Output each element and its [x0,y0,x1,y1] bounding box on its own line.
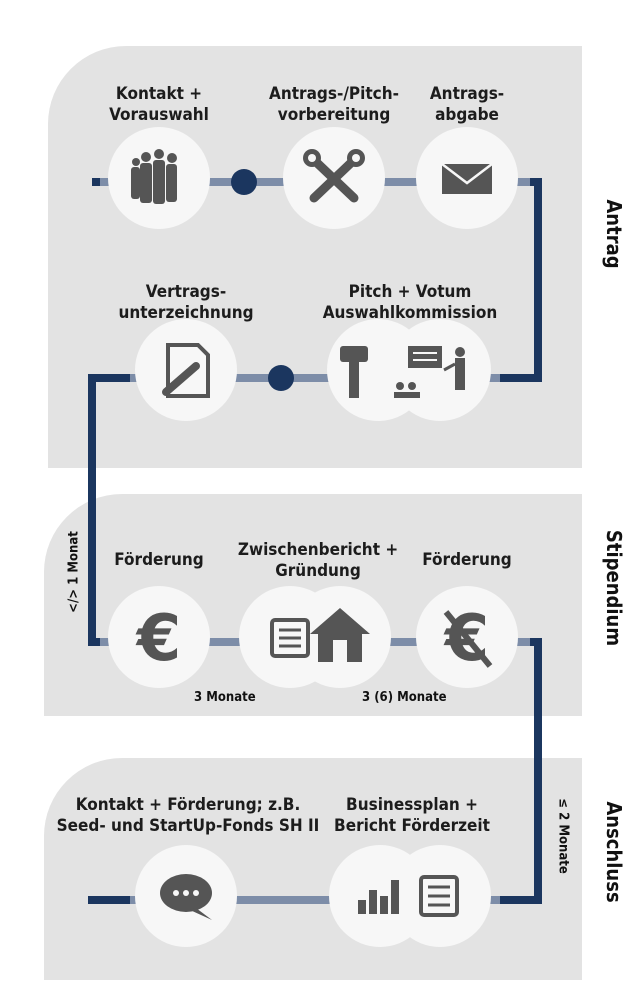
chart-report-icon [329,845,491,947]
connector-dot [268,365,294,391]
step-label-foerderung-1: Förderung [114,550,204,570]
speech-bubble-icon [135,845,237,947]
envelope-icon [416,127,518,229]
document-sign-icon [135,319,237,421]
people-group-icon [108,127,210,229]
gavel-meeting-presenter-icon [327,319,491,421]
duration-3-monate: 3 Monate [194,690,256,705]
step-label-kontakt: Kontakt +Vorauswahl [109,84,209,125]
report-house-icon [239,586,391,688]
step-label-vertragsunterzeichnung: Vertrags-unterzeichnung [118,282,254,323]
euro-icon: € [108,586,210,688]
step-label-businessplan: Businessplan +Bericht Förderzeit [334,795,490,836]
step-label-zwischenbericht: Zwischenbericht +Gründung [237,540,399,581]
step-label-antragsabgabe: Antrags-abgabe [429,84,505,125]
connector-dot [231,169,257,195]
step-label-pitch-vorbereitung: Antrags-/Pitch-vorbereitung [269,84,399,125]
step-label-foerderung-2: Förderung [422,550,512,570]
tools-icon [283,127,385,229]
duration-2-monate: ≤ 2 Monate [555,798,571,874]
svg-text:€: € [135,602,182,676]
section-panel-antrag [48,46,582,468]
step-label-anschluss-kontakt: Kontakt + Förderung; z.B.Seed- und Start… [56,795,320,836]
euro-crossed-icon: € [416,586,518,688]
duration-3-6-monate: 3 (6) Monate [362,690,447,705]
flow-line [88,178,542,904]
section-panel-anschluss [44,758,582,980]
duration-1-monat: </> 1 Monat [66,531,82,613]
